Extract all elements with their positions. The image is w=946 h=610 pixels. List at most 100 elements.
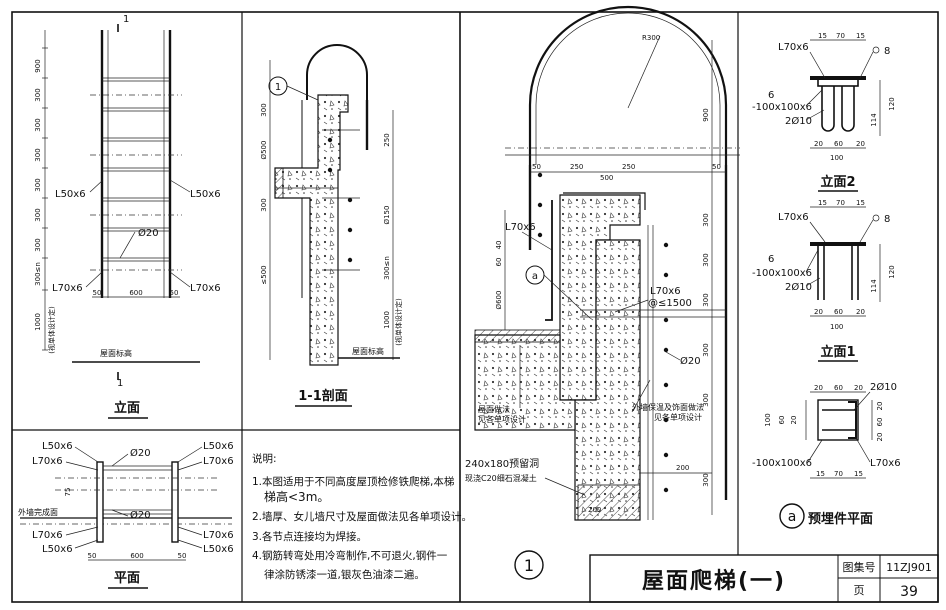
detail-1-view: R300 50 [465,5,740,580]
elev-dim-0: 900 [34,59,42,72]
detail1-dim-right-3: 300 [702,293,710,306]
section-dim-4: 1000 [383,311,391,329]
elev-dim-3: 300 [34,148,42,161]
elev2-dim-bot-2: 20 [856,140,865,148]
detail1-wall-note-2: 见各单项设计 [654,412,702,422]
elev1-dim-right-0: 120 [888,265,896,278]
elev1-bar: 8 [884,214,890,225]
elev-dim-4: 300 [34,178,42,191]
elev2-title: 立面2 [820,174,855,190]
detail1-dim-200-a: 200 [676,464,689,472]
elevation-view: 900 300 300 300 300 300 300 300≤n 1000 (… [34,14,221,419]
detail1-dim-left-0: 40 [495,241,503,250]
embed-plan-detail: 20 60 20 2Ø10 100 60 20 20 60 20 -100x10… [752,381,901,529]
detail1-wall-note-1: 外墙保温及饰面做法 [632,402,704,412]
elev-label-phi20: Ø20 [138,227,159,239]
section-dim-0: 300 [260,103,268,116]
elev-dim-7: 300≤n [34,262,42,286]
detail1-dim-200-b: 200 [588,506,601,514]
detail1-roof-note-1: 屋面做法 [478,404,510,414]
elev2-dim-right-0: 120 [888,97,896,110]
plan-label-l50-bl: L50x6 [42,544,73,555]
page-label: 页 [854,584,865,597]
section-callout: 1 [275,82,281,93]
elev-label-l70-right: L70x6 [190,283,221,294]
elev1-l70: L70x6 [778,212,809,223]
detail1-dim-top-3: 50 [712,163,721,171]
detail1-dim-right-2: 300 [702,253,710,266]
frames [11,11,939,603]
plan-view: L50x6 L70x6 Ø20 L50x6 L70x6 外墙完成面 Ø20 L7… [18,441,234,589]
elev-dim-5: 300 [34,208,42,221]
section-dim-7: 300≤n [383,256,391,280]
elev-label-l70-left: L70x6 [52,283,83,294]
elev1-dim-top-2: 15 [856,199,865,207]
embed-dim-top-2: 20 [854,384,863,392]
elev1-title: 立面1 [820,344,855,360]
embed-dim-right-1: 60 [876,418,884,427]
detail1-dim-top-2: 250 [622,163,635,171]
notes-line-2: 梯高<3m。 [264,489,329,504]
detail1-bubble: a [532,271,538,282]
plan-dim-1: 600 [130,552,143,560]
plan-label-l70-tr: L70x6 [203,456,234,467]
detail1-dim-left-2: Ø600 [495,291,503,310]
elev2-dim-top-0: 15 [818,32,827,40]
plan-label-l50-br: L50x6 [203,544,234,555]
detail1-lintel-1: 240x180预留洞 [465,457,539,470]
elev-label-l50-left: L50x6 [55,189,86,200]
elev1-width: 100 [830,323,843,331]
elev1-dim-bot-0: 20 [814,308,823,316]
elev1-dim-bot-2: 20 [856,308,865,316]
detail1-radius: R300 [642,34,660,42]
section-dim-6: Ø150 [383,206,391,225]
detail1-dim-right-0: 900 [702,108,710,121]
elev-dim-8: 1000 [34,313,42,331]
notes-line-3: 2.墙厚、女儿墙尺寸及屋面做法见各单项设计。 [252,510,472,523]
plan-label-l70-tl: L70x6 [32,456,63,467]
elev2-l70: L70x6 [778,42,809,53]
plan-label-l50-tr: L50x6 [203,441,234,452]
elevation-1-detail: 15 70 15 L70x6 8 6 -100x100x6 2Ø10 120 1… [752,199,896,362]
embed-dim-bot-0: 15 [816,470,825,478]
section-dim-5: (视单体设计定) [394,298,403,346]
elev1-dim-top-1: 70 [836,199,845,207]
elev-side-note: (视单体设计定) [47,306,56,354]
plan-dim-2: 50 [178,552,187,560]
plan-label-l70-br: L70x6 [203,530,234,541]
elev-bottom-dim-0: 50 [93,289,102,297]
detail1-roof-note-2: 见各单项设计 [478,414,526,424]
plan-label-l70-bl: L70x6 [32,530,63,541]
elev-roof-level: 屋面标高 [100,348,132,358]
section-1-1-view: 1 300 Ø500 300 ≤500 1000 (视单体设计定) Ø150 3… [260,44,403,407]
embed-plate: -100x100x6 [752,458,812,469]
detail1-dim-right-4: 300 [702,343,710,356]
detail1-dim-left-1: 60 [495,258,503,267]
elevation-2-detail: 15 70 15 L70x6 8 6 -100x100x6 2Ø10 120 1… [752,32,896,192]
atlas-number: 11ZJ901 [886,561,932,574]
notes-heading: 说明: [252,452,277,465]
section-dim-2: 300 [260,198,268,211]
elev2-dim-top-1: 70 [836,32,845,40]
embed-dim-bot-2: 15 [854,470,863,478]
elev2-rod: 2Ø10 [785,115,812,127]
notes-line-4: 3.各节点连接均为焊接。 [252,530,367,543]
notes-block: 说明: 1.本图适用于不同高度屋顶检修铁爬梯,本梯 梯高<3m。 2.墙厚、女儿… [252,452,472,581]
elev2-n6: 6 [768,90,774,101]
detail1-dim-right-1: 300 [702,213,710,226]
detail1-dim-right-6: 300 [702,473,710,486]
elev-section-mark-bottom: 1 [117,378,123,389]
embed-rod: 2Ø10 [870,381,897,393]
plan-dim-3: 75 [64,488,72,497]
elev-title: 立面 [114,400,140,416]
section-roof-level: 屋面标高 [352,346,384,356]
elev2-plate: -100x100x6 [752,102,812,113]
plan-label-phi20-top: Ø20 [130,447,151,459]
embed-dim-right-0: 20 [876,402,884,411]
detail1-phi20: Ø20 [680,355,701,367]
embed-dim-top-0: 20 [814,384,823,392]
embed-dim-left-1: 60 [778,416,786,425]
elev2-dim-right-1: 114 [870,113,878,127]
detail1-dim-top-1: 250 [570,163,583,171]
elev2-dim-top-2: 15 [856,32,865,40]
